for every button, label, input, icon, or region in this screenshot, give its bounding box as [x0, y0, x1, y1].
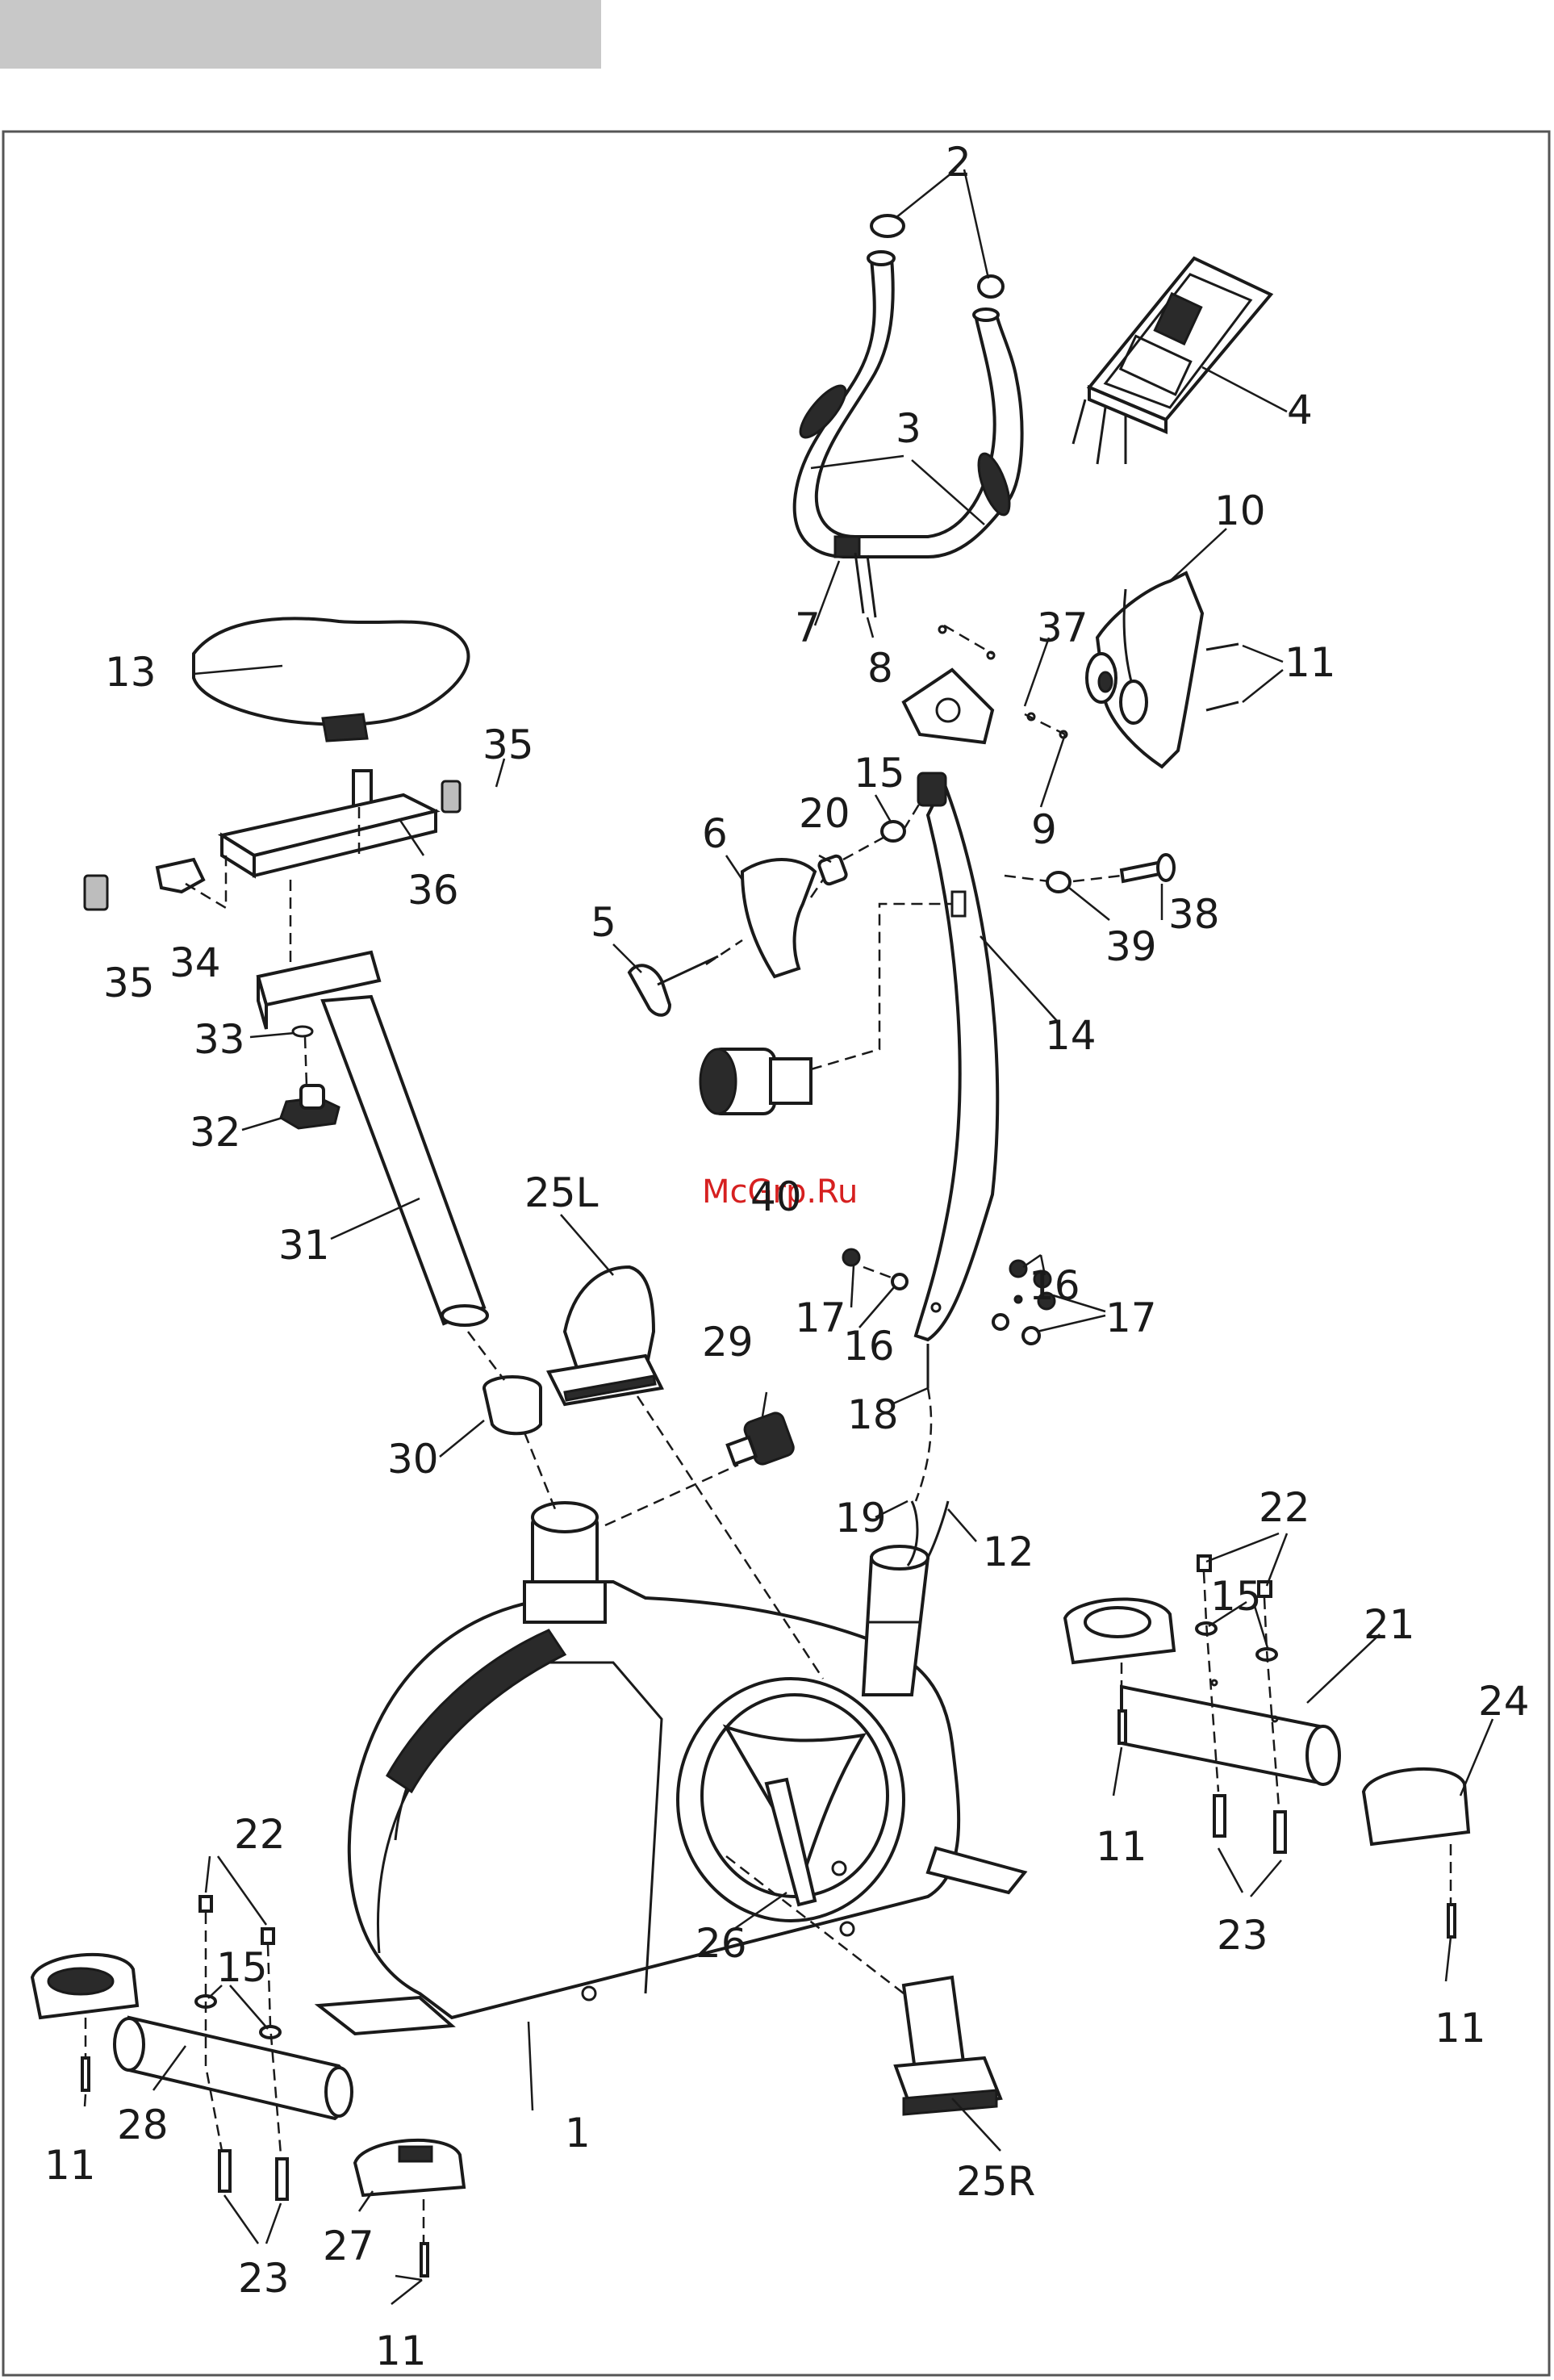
pedal-part-25L	[549, 1267, 662, 1404]
label-part-22-rear: 22	[1259, 1484, 1310, 1531]
label-part-34: 34	[169, 939, 221, 986]
label-part-9: 9	[1031, 806, 1057, 853]
label-part-20: 20	[799, 790, 850, 837]
label-part-23-rear: 23	[1217, 1912, 1268, 1959]
end-cap-front-left	[32, 1955, 137, 2018]
label-part-17-a: 17	[795, 1295, 846, 1341]
label-part-21: 21	[1364, 1601, 1415, 1648]
knob-part-34	[157, 860, 203, 892]
label-part-27: 27	[323, 2223, 374, 2269]
label-part-35-left: 35	[103, 960, 155, 1006]
label-part-25R: 25R	[956, 2158, 1035, 2205]
label-part-23-front: 23	[238, 2255, 290, 2302]
console-cover-part-10	[1087, 573, 1202, 767]
label-part-2: 2	[946, 139, 971, 186]
label-part-37: 37	[1037, 604, 1088, 651]
label-part-15-rear: 15	[1210, 1573, 1262, 1620]
cap-part-2b	[979, 276, 1003, 297]
label-part-11-front: 11	[44, 2142, 96, 2189]
sensor-wires-part-8	[855, 553, 875, 617]
label-part-6: 6	[702, 810, 728, 857]
main-frame-part-1	[319, 1503, 1025, 2034]
label-part-5: 5	[591, 899, 616, 946]
label-part-33: 33	[194, 1016, 245, 1063]
label-part-12: 12	[983, 1529, 1034, 1575]
end-cap-part-27	[355, 2140, 464, 2195]
tension-knob-part-40	[700, 1049, 811, 1114]
pedal-part-25R	[896, 1977, 1000, 2114]
label-part-32: 32	[190, 1109, 241, 1156]
label-part-14: 14	[1045, 1012, 1097, 1059]
knob-part-29	[728, 1411, 796, 1466]
label-part-7: 7	[795, 604, 821, 651]
label-part-10: 10	[1214, 487, 1266, 534]
bushing-part-30	[484, 1377, 541, 1433]
end-cap-part-35-left	[85, 876, 107, 910]
label-part-11-front-cap: 11	[375, 2328, 427, 2374]
label-part-30: 30	[387, 1436, 439, 1483]
label-part-26: 26	[696, 1920, 747, 1967]
label-part-31: 31	[278, 1222, 330, 1269]
label-part-17-b: 17	[1105, 1295, 1157, 1341]
console-part-4	[1073, 258, 1271, 464]
seat-part-13	[194, 618, 468, 807]
end-cap-part-35-top	[442, 781, 460, 812]
bolts-part-23-rear	[1214, 1796, 1285, 1852]
seat-slider-part-36	[222, 795, 436, 876]
label-part-11-bottom: 11	[1435, 2005, 1486, 2052]
washer-part-15-console	[882, 822, 904, 841]
label-part-19: 19	[835, 1495, 887, 1541]
end-cap-rear-left	[1065, 1599, 1174, 1663]
label-part-18: 18	[847, 1391, 899, 1438]
label-part-11-rear: 11	[1096, 1823, 1147, 1870]
label-part-40: 40	[750, 1173, 802, 1220]
seat-post-part-31	[258, 952, 487, 1325]
label-part-15-console: 15	[854, 750, 905, 797]
bracket-nut	[918, 773, 946, 805]
label-part-25L: 25L	[524, 1169, 599, 1216]
label-part-11-console: 11	[1285, 639, 1336, 686]
upright-post-part-14	[904, 670, 997, 1340]
screw-part-11-console-b	[1206, 702, 1239, 710]
label-part-29: 29	[702, 1319, 754, 1366]
label-part-4: 4	[1287, 387, 1313, 433]
stabilizer-part-21	[1122, 1680, 1339, 1784]
label-part-15-front: 15	[216, 1944, 268, 1991]
label-part-22-front: 22	[234, 1811, 286, 1858]
wire-part-12	[928, 1501, 948, 1558]
label-part-38: 38	[1168, 891, 1220, 938]
label-part-36: 36	[407, 867, 459, 914]
label-part-28: 28	[117, 2102, 169, 2148]
bolt-shaft-part-5	[658, 956, 718, 985]
label-part-35-top: 35	[482, 722, 534, 768]
end-cap-part-24	[1364, 1769, 1468, 1844]
label-part-16-a: 16	[1029, 1262, 1080, 1309]
label-part-13: 13	[105, 649, 157, 696]
diagram-border	[3, 132, 1549, 2375]
label-part-39: 39	[1105, 923, 1157, 970]
knob-bolt-part-5	[629, 965, 670, 1015]
washer-part-33	[293, 1027, 312, 1036]
label-part-1: 1	[565, 2110, 591, 2156]
knob-part-32	[281, 1085, 339, 1128]
label-part-8: 8	[867, 645, 893, 692]
screw-part-11-console-a	[1206, 644, 1239, 650]
label-part-16-b: 16	[843, 1323, 895, 1370]
bolts-part-23-front	[219, 2151, 287, 2199]
washer-part-39	[1047, 872, 1070, 892]
label-part-24: 24	[1478, 1678, 1530, 1725]
clamp-part-6	[742, 860, 815, 977]
label-part-3: 3	[896, 405, 921, 452]
cap-part-2a	[871, 215, 904, 236]
